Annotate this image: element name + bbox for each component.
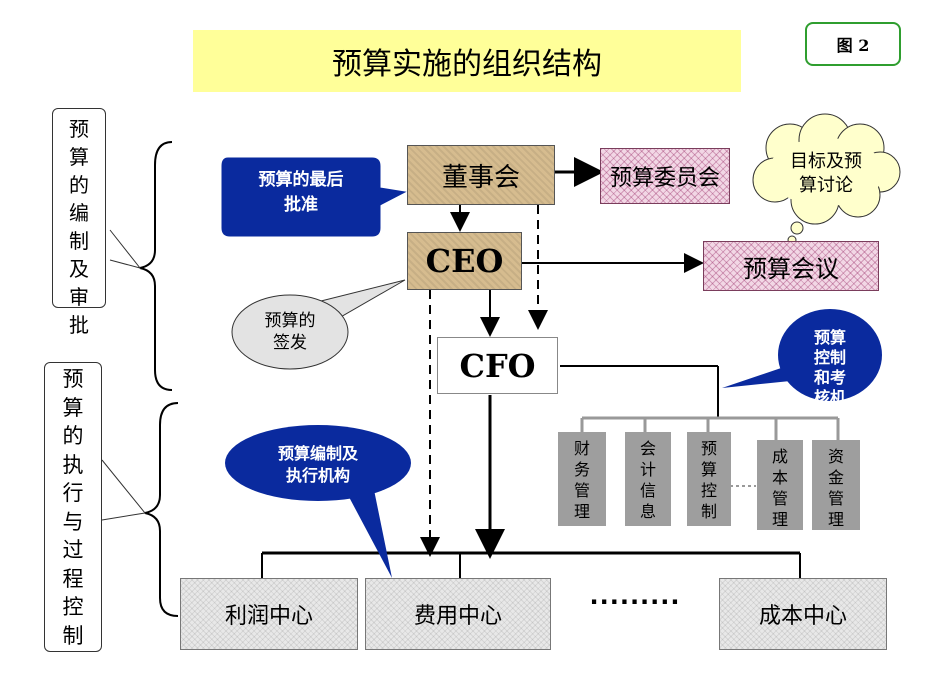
label-char: 执	[62, 452, 84, 477]
label-char: 行	[62, 481, 84, 505]
label-char: 预	[62, 367, 84, 391]
node-ceo: CEO	[407, 232, 522, 290]
dept-char: 资	[827, 447, 844, 466]
dept-char: 本	[771, 468, 788, 487]
label-char: 算	[69, 145, 89, 169]
callout-line: 批准	[284, 195, 318, 215]
dept-char: 理	[771, 510, 788, 529]
callout-final-approval: 预算的最后 批准	[224, 168, 378, 218]
dept-char: 管	[827, 489, 844, 508]
label-char: 程	[62, 566, 84, 591]
node-meeting: 预算会议	[703, 241, 879, 291]
dept-char: 控	[700, 481, 717, 500]
node-cfo: CFO	[437, 337, 558, 394]
callout-control: 预算 控制 和考 核机	[790, 328, 870, 410]
dept-char: 管	[771, 489, 788, 508]
cloud-shape	[752, 113, 901, 245]
callout-issuance: 预算的 签发	[240, 310, 340, 354]
callout-final-approval-shape	[221, 157, 407, 237]
dept-char: 计	[639, 460, 656, 479]
dept-char: 预	[700, 439, 717, 458]
dept-char: 制	[700, 502, 717, 521]
label-char: 控	[62, 595, 84, 619]
brace-bottom	[144, 402, 179, 617]
label-char: 及	[69, 257, 89, 281]
callout-line: 执行机构	[285, 466, 350, 485]
label-execute-control: 预 算 的 执 行 与 过 程 控 制	[44, 362, 102, 652]
label-char: 审	[69, 285, 89, 309]
callout-line: 控制	[813, 348, 846, 367]
callout-goals: 目标及预 算讨论	[776, 150, 876, 198]
dept-char: 财	[573, 439, 590, 458]
callout-control-tail	[722, 365, 800, 388]
label-char: 制	[69, 229, 89, 253]
node-board: 董事会	[407, 145, 555, 205]
label-char: 制	[62, 623, 84, 648]
label-char: 过	[62, 538, 84, 562]
label-char: 与	[62, 509, 84, 534]
dept-char: 信	[639, 481, 656, 500]
node-expense-center: 费用中心	[365, 578, 551, 650]
ellipsis-dots: .........	[589, 582, 681, 610]
page-title: 预算实施的组织结构	[193, 30, 741, 92]
brace-top	[139, 141, 173, 391]
callout-line: 签发	[273, 333, 307, 353]
dept-char: 务	[573, 460, 590, 479]
dept-funds-management: 资 金 管 理	[812, 440, 860, 530]
node-cost-center: 成本中心	[719, 578, 887, 650]
callout-issuance-shape	[231, 294, 349, 370]
dept-cost-management: 成 本 管 理	[757, 440, 803, 530]
callout-line: 预算的最后	[258, 170, 344, 190]
callout-line: 核机	[813, 388, 846, 407]
dept-char: 管	[573, 481, 590, 500]
callout-org: 预算编制及 执行机构	[240, 443, 396, 487]
node-profit-center: 利润中心	[180, 578, 358, 650]
label-compile-approve: 预 算 的 编 制 及 审 批	[52, 108, 106, 337]
node-committee: 预算委员会	[600, 148, 730, 204]
dept-char: 算	[700, 460, 717, 479]
callout-line: 预算的	[264, 311, 316, 331]
callout-line: 和考	[813, 368, 846, 387]
callout-org-tail	[340, 480, 392, 578]
dept-finance: 财 务 管 理	[558, 432, 606, 526]
dept-char: 会	[639, 439, 656, 458]
callout-line: 预算	[813, 328, 846, 347]
label-char: 编	[69, 201, 89, 225]
dept-char: 理	[827, 510, 844, 529]
label-char: 的	[69, 173, 89, 197]
dept-accounting-info: 会 计 信 息	[625, 432, 671, 526]
callout-line: 预算编制及	[277, 444, 358, 463]
dept-char: 理	[573, 502, 590, 521]
label-char: 算	[62, 395, 84, 420]
dept-char: 息	[639, 502, 656, 521]
callout-line: 目标及预	[790, 151, 862, 172]
callout-org-shape	[225, 425, 411, 501]
dept-char: 成	[771, 447, 788, 466]
label-char: 预	[69, 117, 89, 141]
callout-line: 算讨论	[799, 175, 853, 196]
dept-char: 金	[827, 468, 844, 487]
dept-budget-control: 预 算 控 制	[687, 432, 731, 526]
figure-tag: 图 2	[805, 22, 901, 66]
label-char: 批	[69, 313, 89, 337]
callout-control-shape	[778, 309, 882, 401]
label-char: 的	[62, 424, 84, 448]
